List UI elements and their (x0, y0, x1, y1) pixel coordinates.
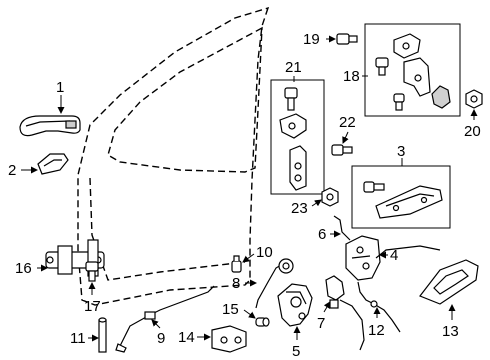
callout-4: 4 (390, 247, 398, 264)
latch-assembly-part (363, 181, 443, 219)
callout-20: 20 (464, 123, 481, 140)
leader-7 (323, 301, 331, 313)
callout-15: 15 (222, 301, 239, 318)
handle-bezel-part (37, 153, 69, 175)
callout-9: 9 (157, 330, 165, 347)
callout-11: 11 (70, 330, 86, 347)
hinge-upper-part (279, 87, 307, 191)
callout-6: 6 (318, 226, 326, 243)
nut-part (465, 89, 483, 109)
callout-7: 7 (317, 315, 325, 332)
callout-17: 17 (84, 298, 101, 315)
outside-handle-part (19, 115, 81, 137)
rod-part (98, 317, 107, 353)
group-box-18 (364, 23, 461, 117)
washer-part (321, 187, 339, 207)
callout-10: 10 (256, 244, 273, 261)
clip-part (231, 255, 242, 273)
callout-13: 13 (442, 323, 459, 340)
callout-2: 2 (8, 162, 16, 179)
callout-23: 23 (291, 200, 308, 217)
actuator-part (325, 275, 345, 309)
callout-5: 5 (292, 343, 300, 360)
callout-22: 22 (339, 114, 356, 131)
plug-part (255, 317, 270, 327)
callout-14: 14 (178, 329, 195, 346)
callout-1: 1 (56, 79, 64, 96)
leader-23 (311, 199, 322, 207)
latch-part (277, 283, 313, 327)
latch-bracket-part (345, 235, 381, 281)
callout-16: 16 (15, 260, 32, 277)
door-check-part (45, 239, 105, 277)
bolt-22-part (331, 144, 353, 156)
link-rod-part (255, 258, 294, 309)
leader-9 (151, 319, 161, 329)
callout-8: 8 (232, 275, 240, 292)
leader-15 (243, 309, 256, 319)
leader-10 (242, 253, 255, 263)
cable-part (115, 285, 215, 353)
group-box-3 (351, 165, 451, 229)
hinge-lower-part (375, 33, 451, 111)
door-outline (77, 6, 270, 306)
striker-part (211, 325, 247, 353)
callout-12: 12 (368, 322, 385, 339)
release-cable-part (339, 245, 441, 351)
leader-22 (342, 131, 349, 144)
lock-rod-part (333, 215, 351, 241)
callout-19: 19 (303, 31, 320, 48)
callout-3: 3 (397, 143, 405, 160)
group-box-21 (270, 79, 325, 195)
check-bolt-part (85, 261, 99, 282)
callout-18: 18 (343, 68, 360, 85)
hinge-bolt-part (336, 33, 358, 45)
callout-21: 21 (285, 59, 302, 76)
inside-handle-part (419, 259, 479, 305)
